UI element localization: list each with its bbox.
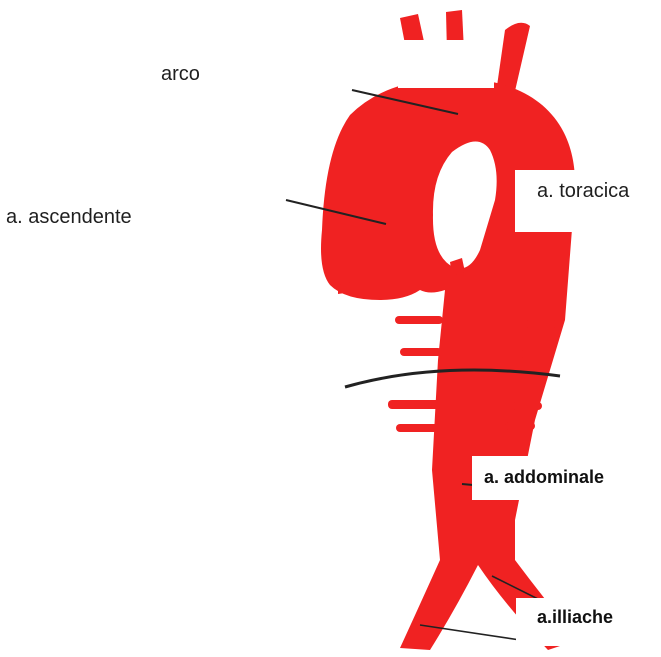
branch-right-3 (512, 402, 542, 410)
branch-right-1 (525, 320, 557, 328)
label-arch: arco (161, 64, 200, 84)
branch-left-1 (395, 316, 443, 324)
label-abdominal: a. addominale (484, 468, 604, 486)
arch-label-box (398, 40, 494, 88)
branch-left-2 (400, 348, 442, 356)
branch-right-2 (520, 350, 554, 358)
branch-right-4 (505, 422, 535, 430)
aorta-vessel (321, 10, 578, 650)
branch-left-4 (396, 424, 440, 432)
branch-left-3 (388, 400, 440, 409)
label-thoracic: a. toracica (537, 181, 629, 201)
label-ascending: a. ascendente (6, 207, 132, 227)
label-iliac: a.illiache (537, 608, 613, 626)
